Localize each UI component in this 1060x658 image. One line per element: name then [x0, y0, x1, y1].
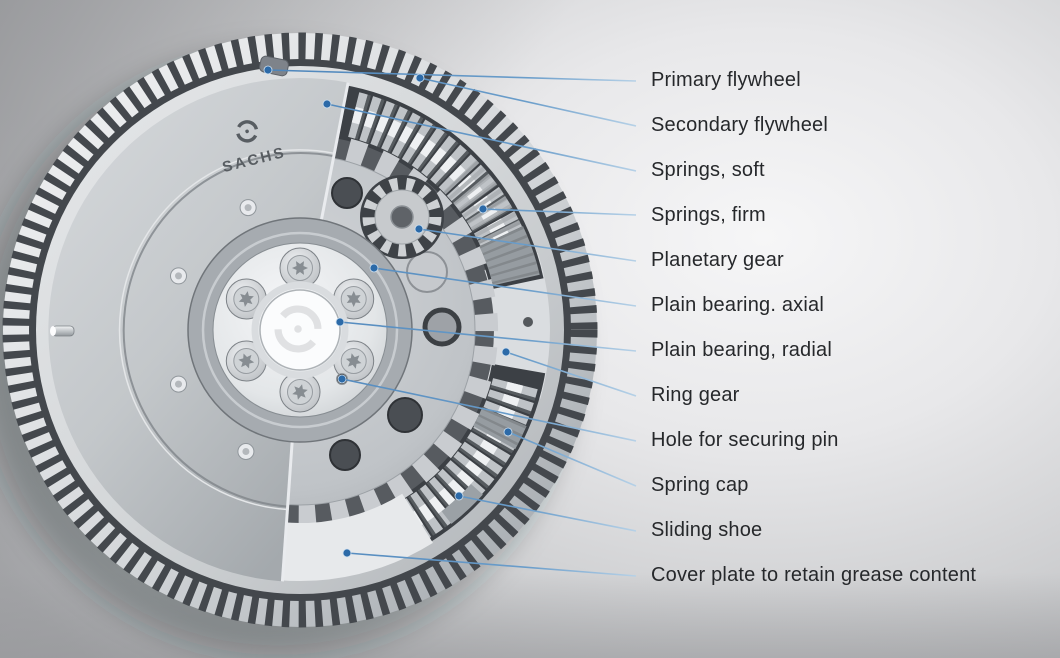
part-label-sliding-shoe: Sliding shoe	[651, 519, 763, 541]
part-label-hole-for-securing-pin: Hole for securing pin	[651, 429, 839, 451]
leader-dots	[263, 65, 513, 558]
arc-spring-soft	[347, 92, 523, 247]
plate-holes	[329, 177, 533, 471]
leader-line	[326, 103, 637, 172]
leader-dot	[501, 347, 511, 357]
part-label-springs-soft: Springs, soft	[651, 159, 765, 181]
leader-line	[418, 228, 637, 262]
part-label-planetary-gear: Planetary gear	[651, 249, 784, 271]
leader-dot	[454, 491, 464, 501]
part-label-plain-bearing-radial: Plain bearing, radial	[651, 339, 832, 361]
leader-line	[507, 431, 637, 487]
leader-line	[339, 321, 637, 352]
arc-spring-firm	[442, 159, 523, 247]
leader-lines	[267, 69, 637, 577]
cover-rivets	[170, 199, 257, 460]
leader-dot	[335, 317, 345, 327]
part-label-plain-bearing-axial: Plain bearing. axial	[651, 294, 824, 316]
leader-line	[505, 351, 637, 397]
leader-line	[346, 552, 637, 577]
part-label-column: Primary flywheel Secondary flywheel Spri…	[651, 58, 1051, 598]
leader-dot	[342, 548, 352, 558]
sliding-shoe	[441, 483, 483, 524]
grease-cover-plate	[278, 493, 433, 581]
part-label-secondary-flywheel: Secondary flywheel	[651, 114, 829, 136]
dowel-pin	[50, 325, 75, 337]
leader-line	[373, 267, 637, 307]
leader-line	[267, 69, 637, 82]
flywheel-illustration: SACHS	[2, 32, 598, 628]
leader-line	[458, 495, 637, 532]
leader-line	[419, 77, 637, 127]
part-label-cover-plate: Cover plate to retain grease content	[651, 564, 977, 586]
part-label-spring-cap: Spring cap	[651, 474, 749, 496]
leader-dot	[415, 73, 425, 83]
leader-dot	[337, 374, 347, 384]
leader-dot	[369, 263, 379, 273]
part-label-primary-flywheel: Primary flywheel	[651, 69, 801, 91]
part-label-springs-firm: Springs, firm	[651, 204, 766, 226]
spring-caps	[473, 226, 540, 450]
hub-assembly	[187, 217, 413, 443]
leader-dot	[263, 65, 273, 75]
planetary-gear	[360, 175, 444, 259]
bore-chamfer	[251, 281, 349, 379]
part-label-ring-gear: Ring gear	[651, 384, 740, 406]
leader-line	[341, 378, 637, 442]
leader-dot	[503, 427, 513, 437]
leader-dot	[414, 224, 424, 234]
leader-line	[482, 208, 637, 216]
leader-dot	[322, 99, 332, 109]
leader-dot	[478, 204, 488, 214]
